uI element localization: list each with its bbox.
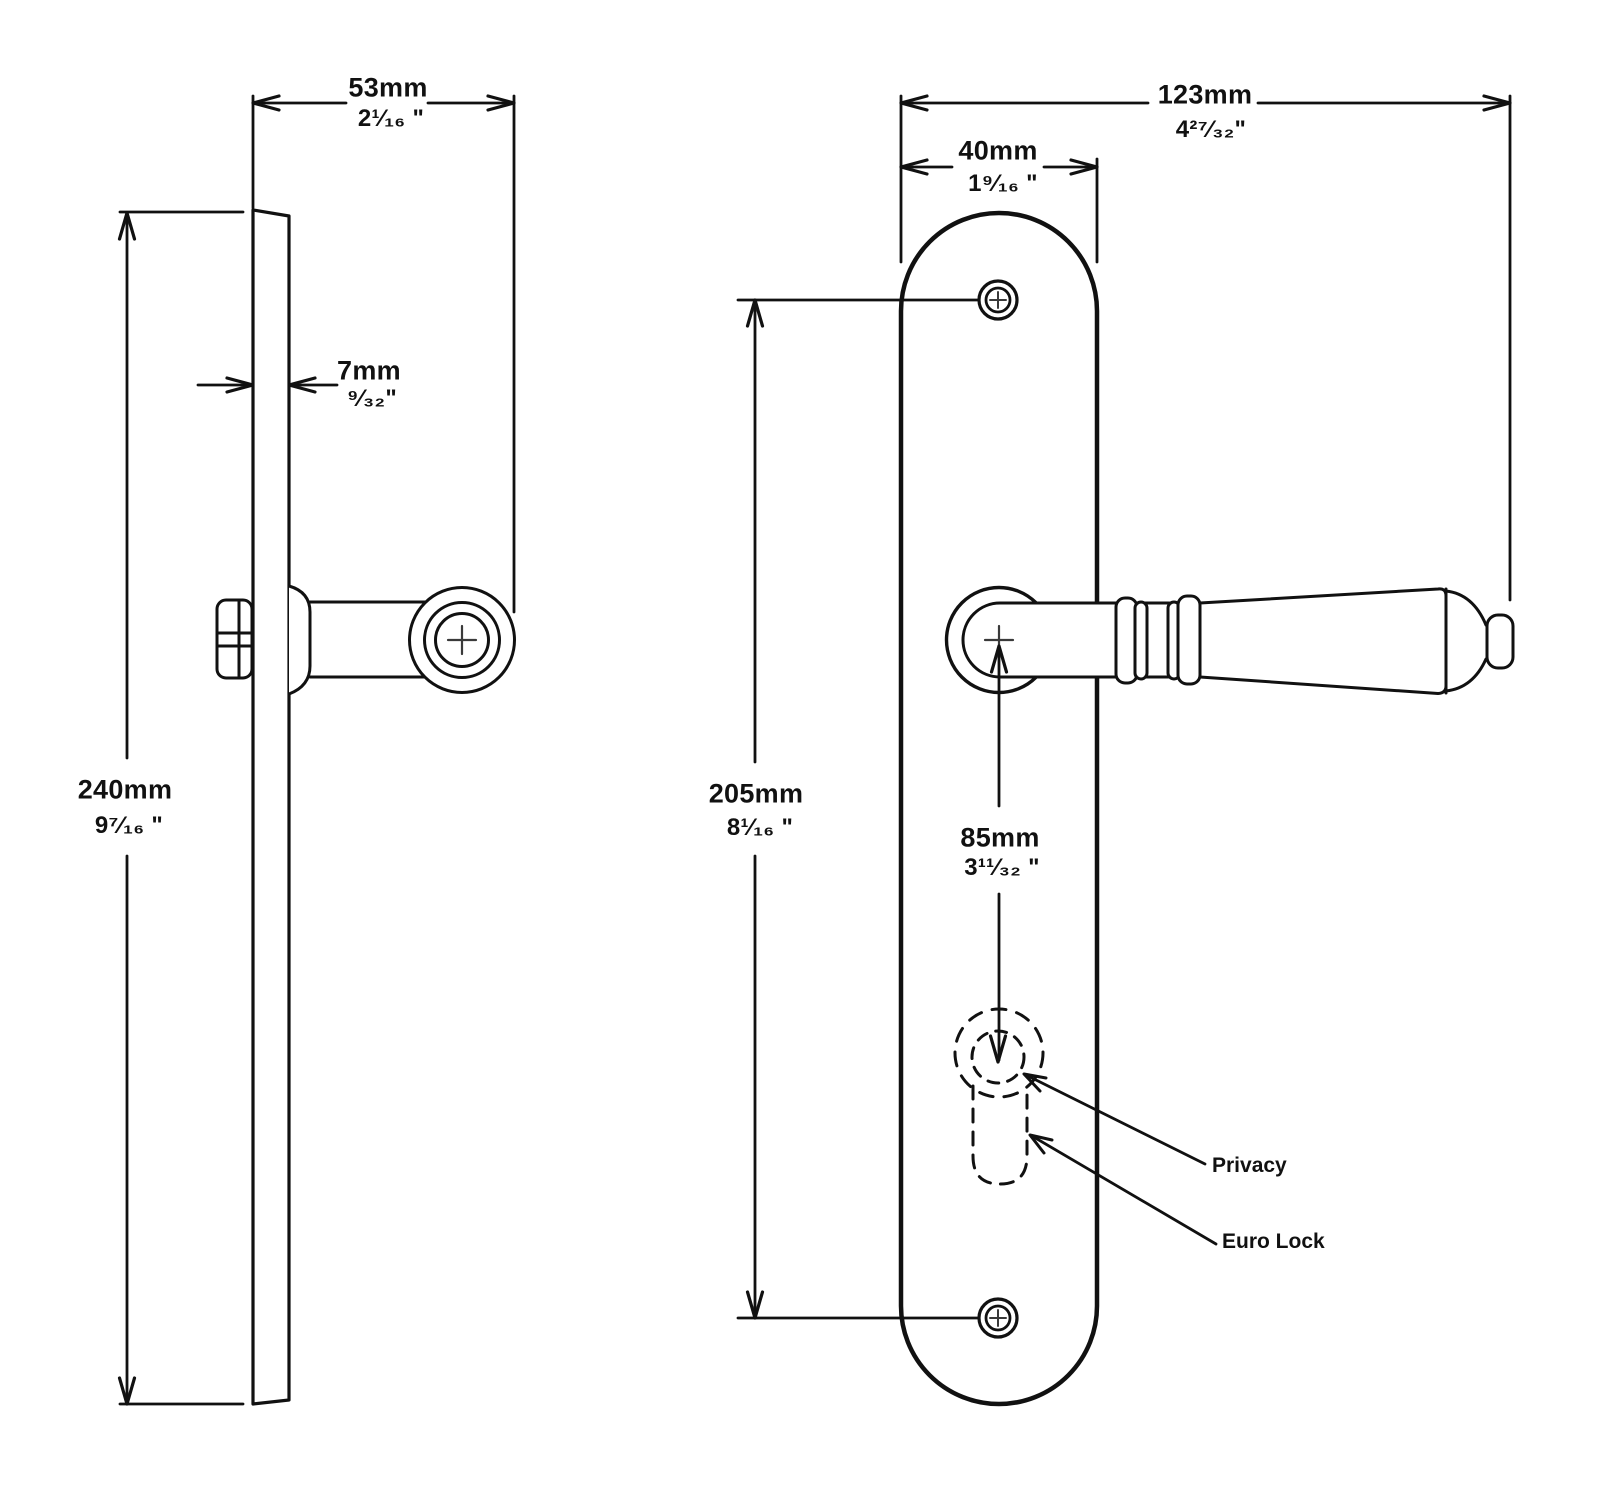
- dim-85mm-value: 85mm: [960, 822, 1040, 853]
- euro-cylinder-stem: [971, 1084, 1029, 1186]
- handle-end-knob: [1485, 613, 1515, 670]
- dim-7mm-value: 7mm: [337, 355, 401, 386]
- screw-cross: [989, 1309, 1007, 1327]
- handle-grip-shoulder-bottom: [1444, 657, 1488, 693]
- dim-85mm-inches: 3¹¹⁄₃₂ ": [964, 854, 1040, 881]
- dim-123mm-value: 123mm: [1157, 79, 1253, 110]
- front-view: [736, 94, 1515, 1407]
- privacy-label: Privacy: [1212, 1154, 1287, 1177]
- dim-205mm-value: 205mm: [708, 778, 804, 809]
- dim-40mm-value: 40mm: [958, 135, 1038, 166]
- dim-53mm-inches: 2¹⁄₁₆ ": [357, 105, 425, 132]
- dim-40mm-inches: 1⁹⁄₁₆ ": [968, 170, 1038, 197]
- front-plate: [898, 210, 1100, 1407]
- privacy-leader: [1022, 1072, 1207, 1166]
- dim-240mm-lines: [117, 210, 245, 1406]
- dim-240mm-value: 240mm: [77, 774, 173, 805]
- side-screw: [215, 598, 254, 680]
- dim-53mm-value: 53mm: [348, 72, 428, 103]
- euro-lock-leader: [1028, 1133, 1218, 1246]
- front-screw-top: [977, 279, 1019, 321]
- euro-lock-label: Euro Lock: [1222, 1230, 1325, 1253]
- front-handle: [944, 585, 1515, 695]
- side-plate: [251, 208, 291, 1406]
- dim-205mm-lines: [736, 298, 981, 1320]
- dim-123mm-lines: [899, 94, 1512, 602]
- handle-collar-4: [1176, 594, 1202, 686]
- dim-240mm-inches: 9⁷⁄₁₆ ": [94, 812, 164, 839]
- handle-grip: [1198, 587, 1448, 695]
- handle-collar-2: [1133, 600, 1149, 681]
- handle-grip-shoulder-top: [1444, 589, 1488, 627]
- privacy-turn-circle: [970, 1029, 1026, 1085]
- side-handle: [287, 584, 516, 696]
- keyhole-dashed: [953, 1007, 1045, 1186]
- euro-cylinder-circle: [953, 1007, 1045, 1099]
- dim-205mm-inches: 8¹⁄₁₆ ": [726, 814, 794, 841]
- screw-cross: [989, 291, 1007, 309]
- side-view: [117, 94, 516, 1406]
- front-screw-bottom: [977, 1297, 1019, 1339]
- side-center-mark: [446, 624, 478, 656]
- dim-7mm-inches: ⁹⁄₃₂": [346, 385, 398, 412]
- dim-123mm-inches: 4²⁷⁄₃₂": [1175, 116, 1247, 143]
- dim-40mm-lines: [899, 157, 1099, 264]
- dim-53mm-lines: [251, 94, 516, 614]
